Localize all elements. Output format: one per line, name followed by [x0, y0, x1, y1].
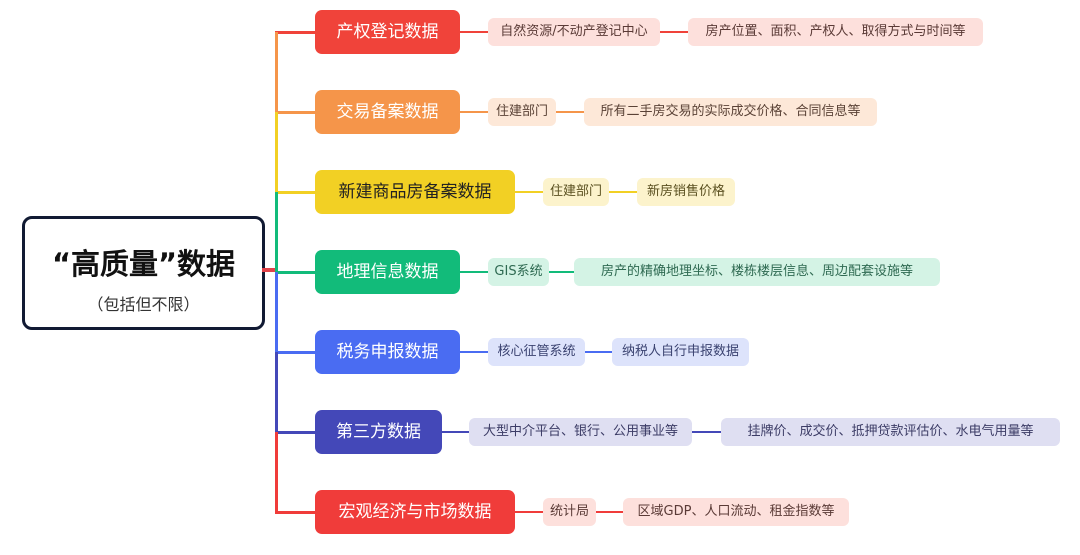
detail-connector	[609, 191, 637, 193]
trunk-segment	[275, 112, 278, 194]
branch-connector	[275, 351, 315, 354]
source-connector	[515, 511, 543, 513]
branch-connector	[275, 511, 315, 514]
detail-node[interactable]: 区域GDP、人口流动、租金指数等	[623, 498, 849, 526]
source-node[interactable]: 住建部门	[488, 98, 556, 126]
detail-node[interactable]: 新房销售价格	[637, 178, 735, 206]
detail-connector	[556, 111, 584, 113]
category-node[interactable]: 新建商品房备案数据	[315, 170, 515, 214]
detail-node[interactable]: 房产的精确地理坐标、楼栋楼层信息、周边配套设施等	[574, 258, 940, 286]
branch-connector	[275, 31, 315, 34]
source-node[interactable]: 住建部门	[543, 178, 609, 206]
source-connector	[460, 271, 488, 273]
source-connector	[515, 191, 543, 193]
category-node[interactable]: 交易备案数据	[315, 90, 460, 134]
root-subtitle: （包括但不限）	[87, 295, 200, 314]
trunk-segment	[275, 432, 278, 514]
source-connector	[442, 431, 469, 433]
trunk-segment	[275, 192, 278, 274]
source-node[interactable]: GIS系统	[488, 258, 549, 286]
category-node[interactable]: 宏观经济与市场数据	[315, 490, 515, 534]
branch-connector	[275, 431, 315, 434]
branch-connector	[275, 111, 315, 114]
root-connector	[262, 268, 278, 272]
branch-connector	[275, 271, 315, 274]
source-node[interactable]: 自然资源/不动产登记中心	[488, 18, 660, 46]
detail-node[interactable]: 挂牌价、成交价、抵押贷款评估价、水电气用量等	[721, 418, 1060, 446]
detail-node[interactable]: 纳税人自行申报数据	[612, 338, 749, 366]
trunk-segment	[275, 272, 278, 354]
root-node[interactable]: “高质量”数据 （包括但不限）	[22, 216, 265, 330]
root-title: “高质量”数据	[51, 247, 236, 281]
branch-connector	[275, 191, 315, 194]
detail-connector	[585, 351, 612, 353]
detail-node[interactable]: 房产位置、面积、产权人、取得方式与时间等	[688, 18, 983, 46]
detail-connector	[692, 431, 721, 433]
trunk-segment	[275, 352, 278, 434]
source-node[interactable]: 统计局	[543, 498, 596, 526]
category-node[interactable]: 产权登记数据	[315, 10, 460, 54]
detail-connector	[660, 31, 688, 33]
source-node[interactable]: 大型中介平台、银行、公用事业等	[469, 418, 692, 446]
source-node[interactable]: 核心征管系统	[488, 338, 585, 366]
source-connector	[460, 111, 488, 113]
source-connector	[460, 351, 488, 353]
source-connector	[460, 31, 488, 33]
category-node[interactable]: 第三方数据	[315, 410, 442, 454]
category-node[interactable]: 税务申报数据	[315, 330, 460, 374]
detail-connector	[596, 511, 623, 513]
detail-node[interactable]: 所有二手房交易的实际成交价格、合同信息等	[584, 98, 877, 126]
trunk-segment	[275, 32, 278, 114]
detail-connector	[549, 271, 574, 273]
category-node[interactable]: 地理信息数据	[315, 250, 460, 294]
